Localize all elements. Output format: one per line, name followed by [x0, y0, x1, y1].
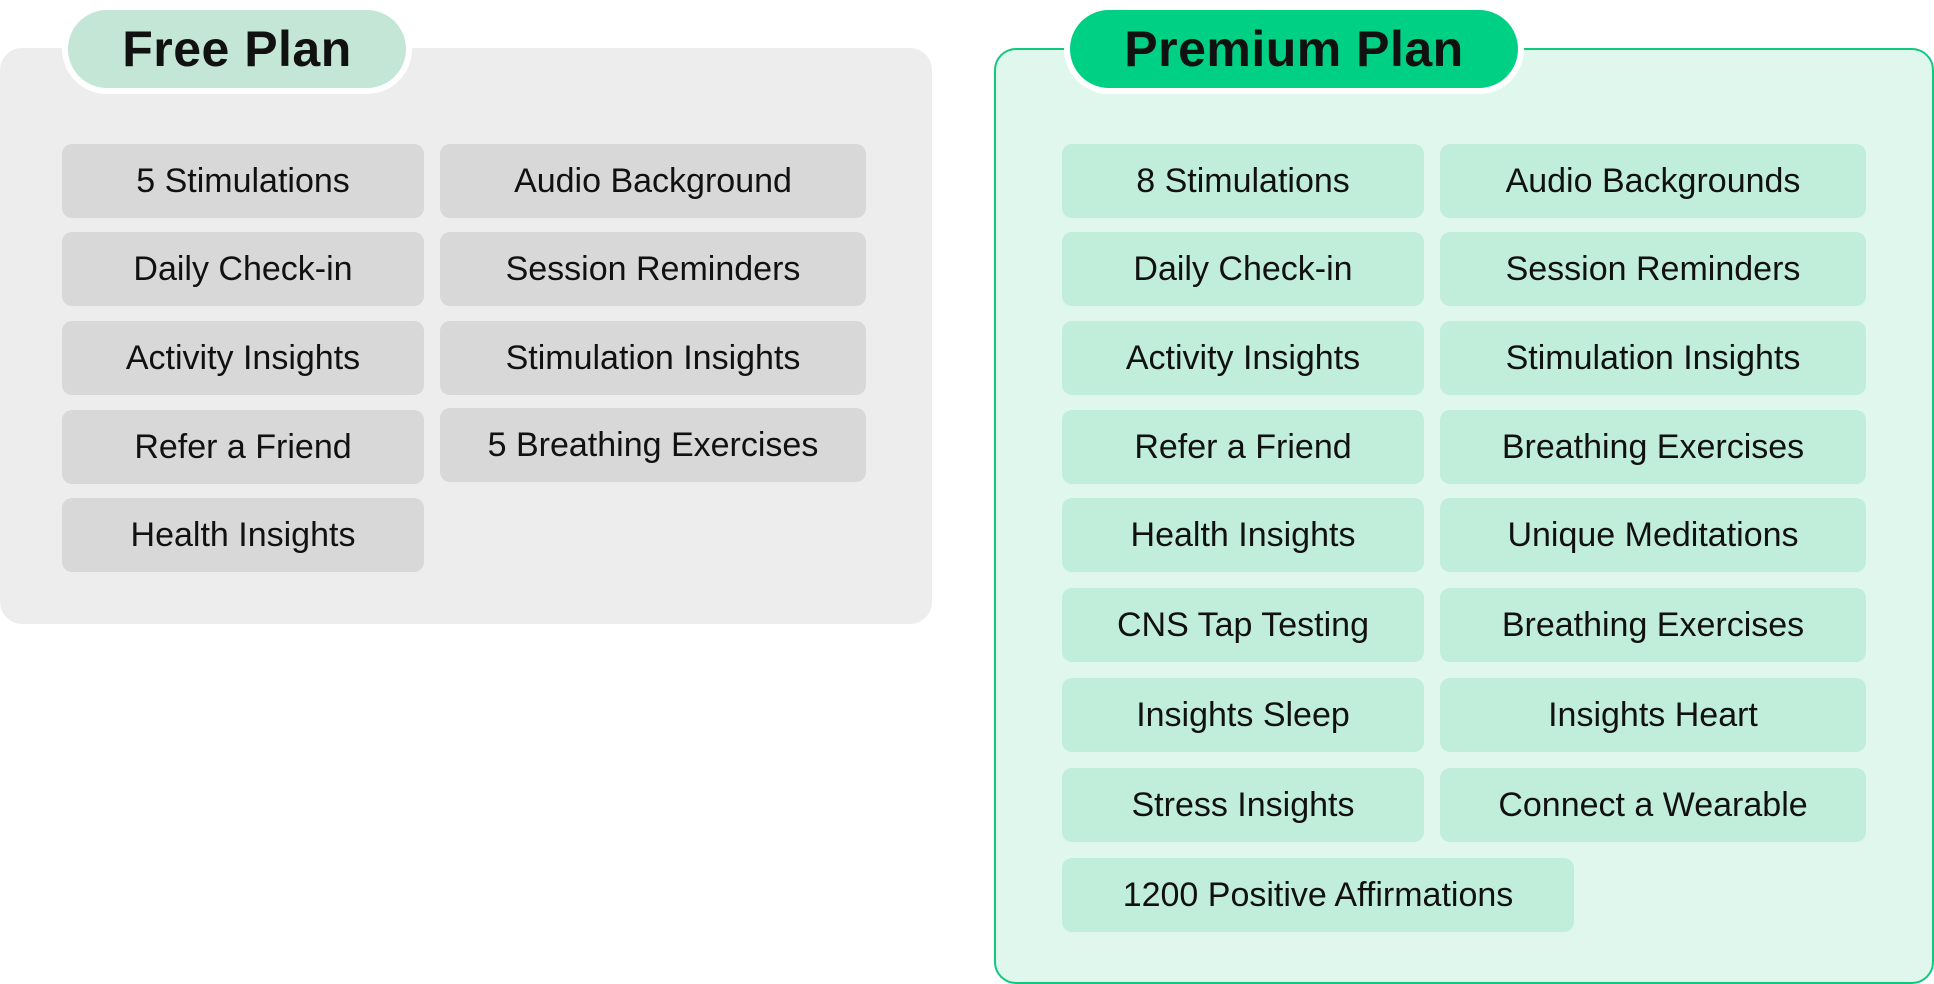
feature-item: Refer a Friend [62, 410, 424, 484]
feature-item: Unique Meditations [1440, 498, 1866, 572]
feature-item: 8 Stimulations [1062, 144, 1424, 218]
feature-item: Insights Sleep [1062, 678, 1424, 752]
feature-item: Health Insights [62, 498, 424, 572]
premium-plan-title: Premium Plan [1064, 4, 1524, 94]
feature-item: Session Reminders [1440, 232, 1866, 306]
feature-item: Activity Insights [1062, 321, 1424, 395]
feature-item: Stimulation Insights [1440, 321, 1866, 395]
feature-item: Health Insights [1062, 498, 1424, 572]
feature-item: Audio Backgrounds [1440, 144, 1866, 218]
feature-item: Activity Insights [62, 321, 424, 395]
free-plan-title: Free Plan [62, 4, 412, 94]
feature-item: Stress Insights [1062, 768, 1424, 842]
feature-item: Daily Check-in [1062, 232, 1424, 306]
feature-item: 5 Stimulations [62, 144, 424, 218]
feature-item: Breathing Exercises [1440, 410, 1866, 484]
feature-item: 1200 Positive Affirmations [1062, 858, 1574, 932]
feature-item: Session Reminders [440, 232, 866, 306]
feature-item: CNS Tap Testing [1062, 588, 1424, 662]
feature-item: 5 Breathing Exercises [440, 408, 866, 482]
feature-item: Breathing Exercises [1440, 588, 1866, 662]
feature-item: Insights Heart [1440, 678, 1866, 752]
feature-item: Audio Background [440, 144, 866, 218]
feature-item: Stimulation Insights [440, 321, 866, 395]
feature-item: Refer a Friend [1062, 410, 1424, 484]
feature-item: Daily Check-in [62, 232, 424, 306]
feature-item: Connect a Wearable [1440, 768, 1866, 842]
